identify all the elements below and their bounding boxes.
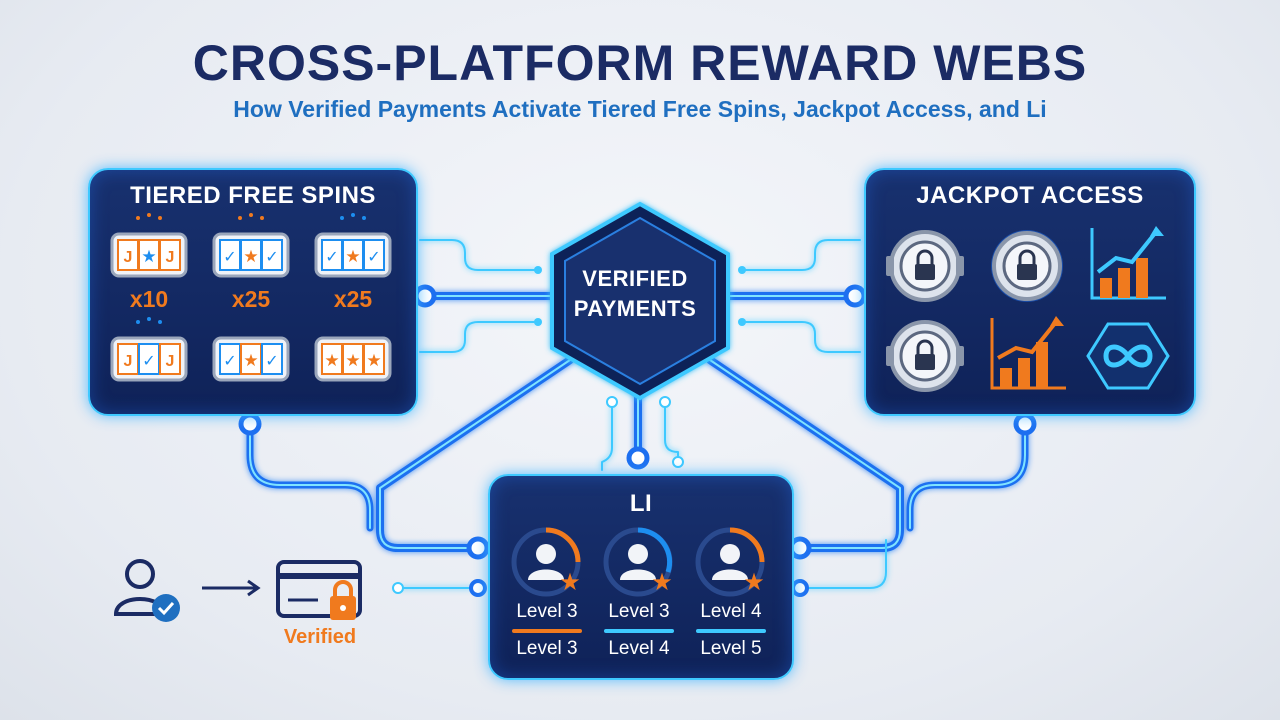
- next-level: Level 4: [608, 638, 670, 659]
- svg-text:J: J: [124, 353, 133, 370]
- bar-chart-up-icon: [990, 316, 1066, 390]
- svg-text:J: J: [124, 249, 133, 266]
- verified-payments-hub: [550, 201, 730, 401]
- svg-text:★: ★: [243, 351, 258, 370]
- vault-lock-icon: [991, 230, 1063, 302]
- svg-text:✓: ✓: [142, 353, 155, 370]
- slot-machine-icon: ✓ ★ ✓: [314, 213, 392, 278]
- svg-text:✓: ✓: [367, 249, 380, 266]
- spins-multiplier: x25: [231, 286, 271, 312]
- svg-text:J: J: [166, 353, 175, 370]
- svg-text:✓: ✓: [265, 249, 278, 266]
- infinity-icon: [1086, 322, 1170, 390]
- svg-text:✓: ✓: [223, 249, 236, 266]
- user-level-icon: ★: [695, 527, 765, 597]
- level-progress-bar: [696, 629, 766, 633]
- level-progress-bar: [512, 629, 582, 633]
- diagram-title: CROSS-PLATFORM REWARD WEBS: [192, 35, 1088, 91]
- wire-spins-to-loyalty: [246, 420, 374, 532]
- hub-label: VERIFIED PAYMENTS: [573, 266, 697, 321]
- vault-lock-icon: [886, 320, 964, 392]
- svg-text:★: ★: [324, 351, 339, 370]
- verified-user-icon: [113, 559, 180, 622]
- slot-machine-icon: J ★ J: [110, 213, 188, 278]
- arrow-right-icon: [202, 579, 261, 597]
- slot-machine-icon: ✓ ★ ✓: [212, 213, 290, 278]
- wire-jackpot-to-loyalty: [906, 420, 1029, 532]
- connector-nodes: [238, 266, 1037, 597]
- user-level-icon: ★: [511, 527, 581, 597]
- loyalty-title: LI: [629, 490, 653, 517]
- current-level: Level 4: [700, 601, 762, 622]
- locked-card-icon: [276, 560, 362, 620]
- svg-text:★: ★: [141, 247, 156, 266]
- spins-multiplier: x10: [129, 286, 169, 312]
- next-level: Level 3: [516, 638, 578, 659]
- svg-text:★: ★: [559, 569, 581, 596]
- jackpot-access-title: JACKPOT ACCESS: [916, 182, 1144, 209]
- user-level-icon: ★: [603, 527, 673, 597]
- diagram-subtitle: How Verified Payments Activate Tiered Fr…: [233, 96, 1047, 122]
- slot-machine-icon: ★ ★ ★: [314, 336, 392, 382]
- svg-text:✓: ✓: [325, 249, 338, 266]
- svg-text:J: J: [166, 249, 175, 266]
- spins-multiplier: x25: [333, 286, 373, 312]
- current-level: Level 3: [608, 601, 670, 622]
- bar-chart-up-icon: [1090, 226, 1166, 300]
- svg-text:★: ★: [743, 569, 765, 596]
- next-level: Level 5: [700, 638, 762, 659]
- svg-text:✓: ✓: [265, 353, 278, 370]
- svg-text:★: ★: [651, 569, 673, 596]
- svg-text:★: ★: [366, 351, 381, 370]
- verified-label: Verified: [283, 626, 357, 648]
- svg-text:★: ★: [345, 351, 360, 370]
- slot-machine-icon: ✓ ★ ✓: [212, 336, 290, 382]
- tiered-free-spins-title: TIERED FREE SPINS: [130, 182, 376, 209]
- slot-machine-icon: J ✓ J: [110, 317, 188, 382]
- vault-lock-icon: [886, 230, 964, 302]
- current-level: Level 3: [516, 601, 578, 622]
- svg-text:★: ★: [243, 247, 258, 266]
- level-progress-bar: [604, 629, 674, 633]
- svg-text:✓: ✓: [223, 353, 236, 370]
- svg-text:★: ★: [345, 247, 360, 266]
